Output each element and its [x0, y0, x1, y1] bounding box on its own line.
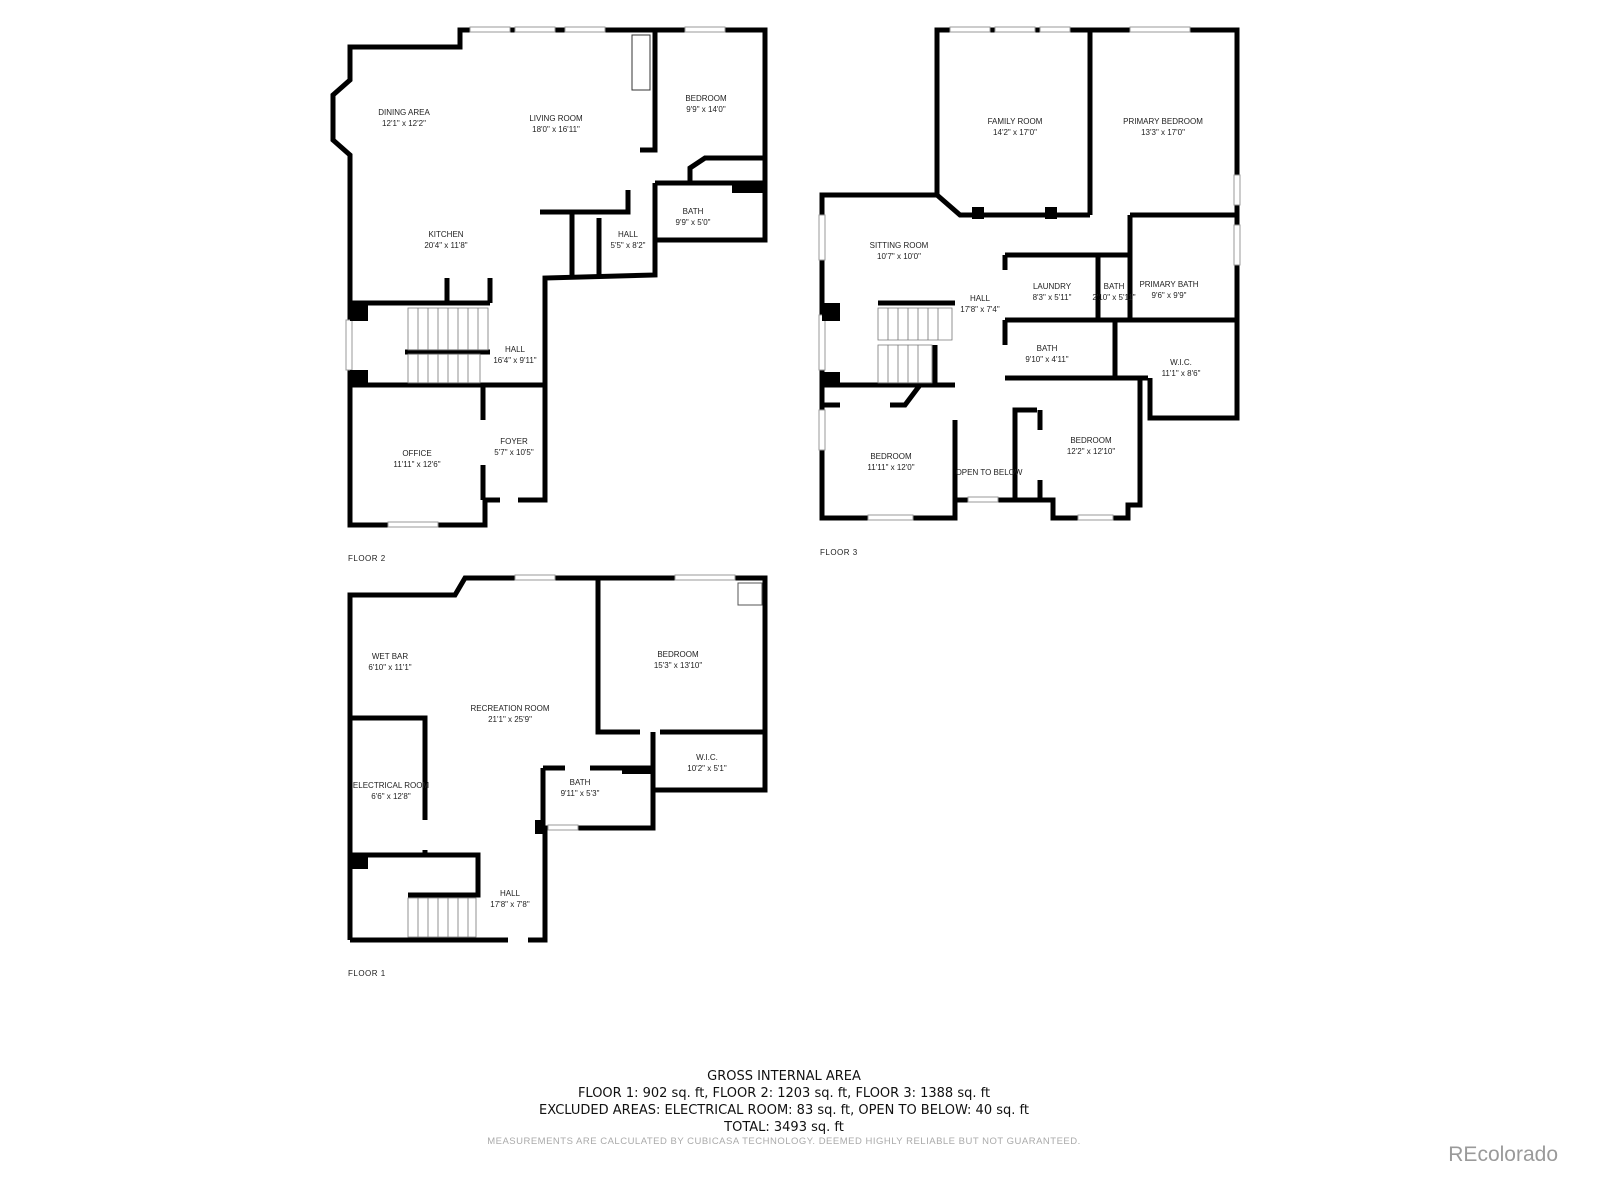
- room-hall: HALL 16'4" x 9'11": [493, 344, 536, 366]
- room-wet-bar: WET BAR 6'10" x 11'1": [368, 651, 411, 673]
- room-dims: 5'7" x 10'5": [494, 448, 534, 457]
- room-name: BEDROOM: [870, 452, 912, 461]
- floor-1-label: FLOOR 1: [348, 969, 386, 978]
- room-dims: 10'2" x 5'1": [687, 764, 727, 773]
- room-dims: 11'1" x 8'6": [1161, 369, 1201, 378]
- room-dims: 14'2" x 17'0": [993, 128, 1037, 137]
- room-name: W.I.C.: [696, 753, 718, 762]
- room-name: BEDROOM: [657, 650, 699, 659]
- room-name: HALL: [617, 230, 639, 239]
- room-wic: W.I.C. 10'2" x 5'1": [687, 752, 726, 774]
- disclaimer: MEASUREMENTS ARE CALCULATED BY CUBICASA …: [487, 1136, 1081, 1147]
- room-dims: 10'7" x 10'0": [877, 252, 921, 261]
- room-bedroom: BEDROOM 9'9" x 14'0": [685, 93, 726, 115]
- room-primary-bedroom: PRIMARY BEDROOM 13'3" x 17'0": [1123, 116, 1203, 138]
- room-name: HALL: [969, 294, 990, 303]
- room-name: PRIMARY BATH: [1139, 280, 1199, 289]
- room-wic: W.I.C. 11'1" x 8'6": [1162, 357, 1201, 379]
- room-name: W.I.C.: [1170, 358, 1192, 367]
- room-bath: BATH 9'9" x 5'0": [676, 206, 711, 228]
- floor-3-walls: [818, 26, 1241, 521]
- floor-1-walls: [347, 574, 768, 943]
- room-dims: 6'10" x 11'1": [368, 663, 412, 672]
- room-hall: HALL 17'8" x 7'4": [960, 293, 999, 315]
- room-sitting-room: SITTING ROOM 10'7" x 10'0": [870, 240, 929, 262]
- room-name: OPEN TO BELOW: [955, 468, 1023, 477]
- room-bath: BATH 2'10" x 5'11": [1092, 281, 1135, 303]
- floor-2-walls: [330, 26, 768, 528]
- room-dims: 2'10" x 5'11": [1092, 293, 1136, 302]
- room-name: ELECTRICAL ROOM: [352, 781, 430, 790]
- room-kitchen: KITCHEN 20'4" x 11'8": [424, 229, 467, 251]
- room-name: BATH: [1036, 344, 1058, 353]
- room-living-room: LIVING ROOM 18'0" x 16'11": [529, 113, 582, 135]
- room-dims: 6'6" x 12'8": [371, 792, 411, 801]
- room-dims: 5'5" x 8'2": [610, 241, 646, 250]
- area-summary: GROSS INTERNAL AREA FLOOR 1: 902 sq. ft,…: [0, 1068, 1568, 1136]
- room-bath: BATH 9'10" x 4'11": [1025, 343, 1068, 365]
- room-name: LIVING ROOM: [529, 114, 583, 123]
- room-name: SITTING ROOM: [869, 241, 929, 250]
- room-electrical-room: ELECTRICAL ROOM 6'6" x 12'8": [353, 780, 429, 802]
- room-name: KITCHEN: [428, 230, 464, 239]
- room-dims: 15'3" x 13'10": [653, 661, 703, 670]
- recolorado-logo: REcolorado: [1448, 1143, 1558, 1166]
- room-dims: 13'3" x 17'0": [1141, 128, 1185, 137]
- room-dims: 21'1" x 25'9": [488, 715, 532, 724]
- room-foyer: FOYER 5'7" x 10'5": [494, 436, 533, 458]
- room-bath: BATH 9'11" x 5'3": [561, 777, 600, 799]
- room-name: DINING AREA: [378, 108, 430, 117]
- room-dims: 9'10" x 4'11": [1025, 355, 1069, 364]
- summary-total: TOTAL: 3493 sq. ft: [724, 1120, 844, 1135]
- room-name: HALL: [504, 345, 525, 354]
- room-dims: 11'11" x 12'0": [867, 463, 915, 472]
- room-family-room: FAMILY ROOM 14'2" x 17'0": [988, 116, 1043, 138]
- room-bedroom: BEDROOM 12'2" x 12'10": [1067, 435, 1115, 457]
- summary-title: GROSS INTERNAL AREA: [707, 1069, 861, 1084]
- room-name: PRIMARY BEDROOM: [1123, 117, 1203, 126]
- room-dims: 9'11" x 5'3": [560, 789, 600, 798]
- room-name: LAUNDRY: [1032, 282, 1072, 291]
- room-dims: 12'2" x 12'10": [1066, 447, 1116, 456]
- room-dining-area: DINING AREA 12'1" x 12'2": [378, 107, 430, 129]
- room-name: BATH: [682, 207, 704, 216]
- room-dims: 12'1" x 12'2": [382, 119, 426, 128]
- room-name: FOYER: [500, 437, 528, 446]
- room-hall: HALL 17'8" x 7'8": [490, 888, 529, 910]
- room-dims: 9'9" x 14'0": [686, 105, 726, 114]
- room-name: WET BAR: [371, 652, 409, 661]
- room-name: BATH: [569, 778, 591, 787]
- room-laundry: LAUNDRY 8'3" x 5'11": [1033, 281, 1072, 303]
- room-name: BEDROOM: [685, 94, 727, 103]
- room-dims: 18'0" x 16'11": [532, 125, 580, 134]
- room-dims: 9'6" x 9'9": [1151, 291, 1187, 300]
- room-name: HALL: [499, 889, 520, 898]
- room-dims: 9'9" x 5'0": [675, 218, 711, 227]
- room-name: OFFICE: [402, 449, 432, 458]
- room-dims: 20'4" x 11'8": [424, 241, 468, 250]
- room-dims: 16'4" x 9'11": [493, 356, 537, 365]
- room-open-to-below: OPEN TO BELOW: [956, 467, 1023, 478]
- room-dims: 17'8" x 7'4": [960, 305, 1000, 314]
- room-hall: HALL 5'5" x 8'2": [611, 229, 646, 251]
- room-primary-bath: PRIMARY BATH 9'6" x 9'9": [1139, 279, 1198, 301]
- floor-3-label: FLOOR 3: [820, 548, 858, 557]
- room-office: OFFICE 11'11" x 12'6": [393, 448, 440, 470]
- room-name: RECREATION ROOM: [470, 704, 550, 713]
- floor-2-label: FLOOR 2: [348, 554, 386, 563]
- room-name: FAMILY ROOM: [987, 117, 1043, 126]
- summary-floors: FLOOR 1: 902 sq. ft, FLOOR 2: 1203 sq. f…: [577, 1086, 991, 1101]
- summary-excluded: EXCLUDED AREAS: ELECTRICAL ROOM: 83 sq. …: [539, 1103, 1029, 1118]
- room-name: BATH: [1103, 282, 1125, 291]
- room-recreation-room: RECREATION ROOM 21'1" x 25'9": [471, 703, 550, 725]
- room-name: BEDROOM: [1070, 436, 1112, 445]
- room-bedroom: BEDROOM 15'3" x 13'10": [654, 649, 702, 671]
- room-dims: 8'3" x 5'11": [1032, 293, 1072, 302]
- room-dims: 17'8" x 7'8": [490, 900, 530, 909]
- room-bedroom: BEDROOM 11'11" x 12'0": [867, 451, 914, 473]
- room-dims: 11'11" x 12'6": [393, 460, 441, 469]
